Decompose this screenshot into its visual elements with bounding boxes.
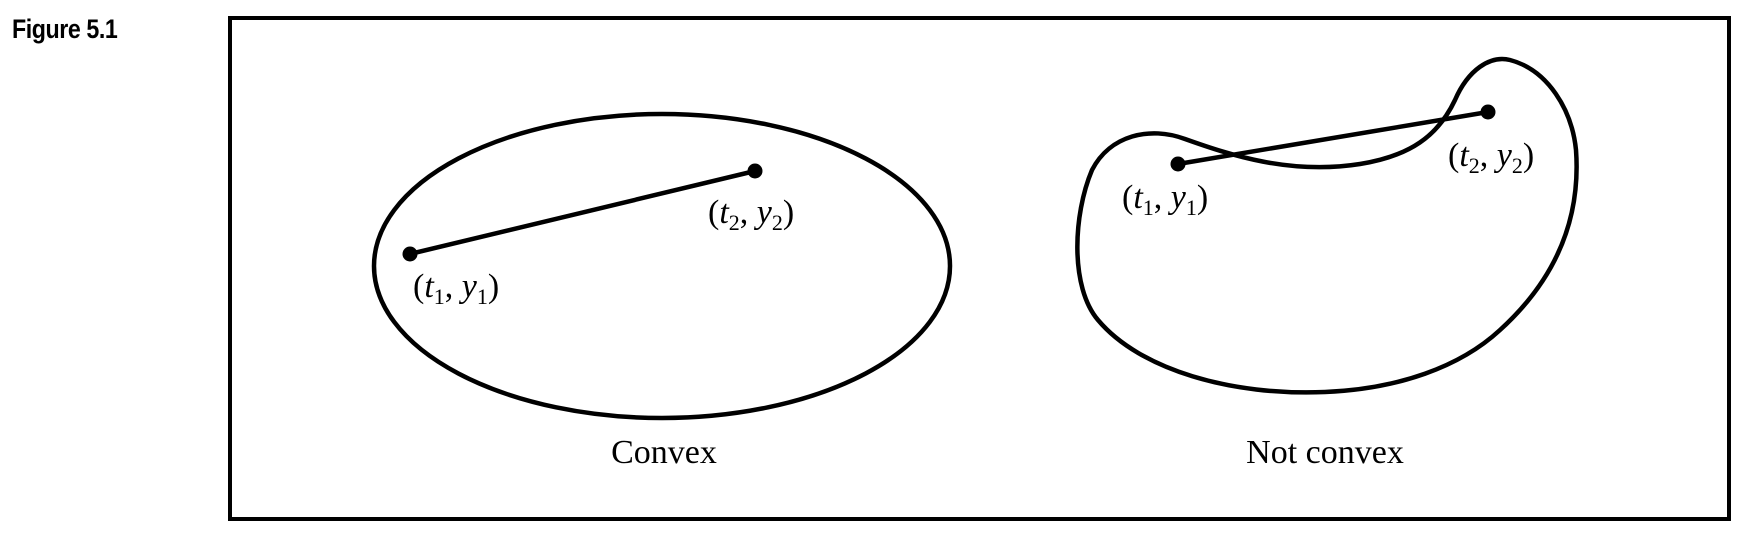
nonconvex-point-2 [1480,104,1496,120]
convex-segment [407,168,758,257]
convex-caption: Convex [611,434,717,471]
convex-point-1-label: (t1, y1) [413,268,500,309]
convex-point-2-label: (t2, y2) [708,194,795,235]
nonconvex-segment [1175,109,1491,167]
figure-label: Figure 5.1 [12,14,118,44]
figure-frame [228,16,1731,521]
convex-point-1 [402,246,418,262]
nonconvex-point-1 [1170,156,1186,172]
nonconvex-point-2-label: (t2, y2) [1448,137,1535,178]
nonconvex-caption: Not convex [1246,434,1404,471]
convex-ellipse [371,111,953,421]
nonconvex-shape [1075,56,1579,395]
convex-point-2 [747,163,763,179]
nonconvex-point-1-label: (t1, y1) [1122,179,1209,220]
